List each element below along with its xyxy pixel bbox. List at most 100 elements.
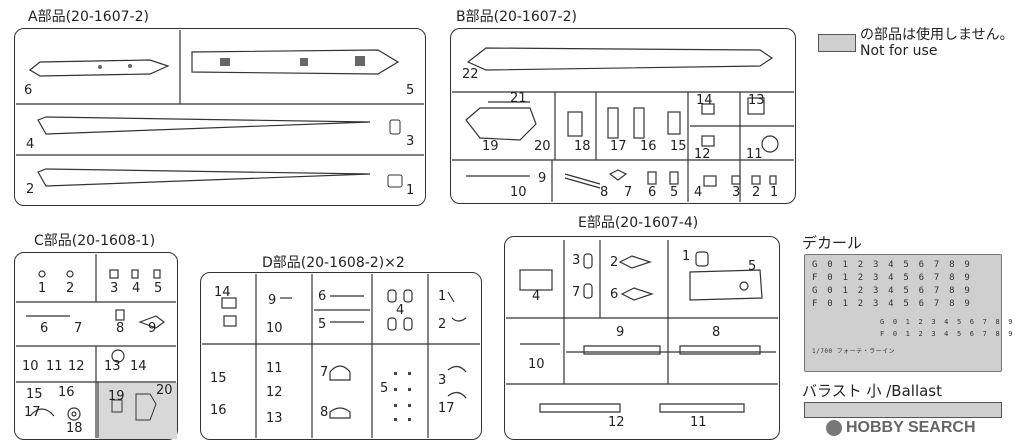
sprue-c-part-17: 17 <box>24 405 41 420</box>
sprue-e-part-7: 7 <box>572 285 581 300</box>
sprue-e-part-12: 12 <box>608 415 625 430</box>
ballast-title: バラスト 小 /Ballast <box>802 382 942 400</box>
sprue-e-part-9: 9 <box>616 325 625 340</box>
sprue-a-part-4: 4 <box>26 137 35 152</box>
sprue-a-part-2: 2 <box>26 182 35 197</box>
sprue-c-part-1: 1 <box>38 281 47 296</box>
sprue-b-part-19: 19 <box>482 139 499 154</box>
sprue-b-part-2: 2 <box>752 185 761 200</box>
sprue-d-part-17: 17 <box>438 401 455 416</box>
sprue-c-title: C部品(20-1608-1) <box>34 233 156 249</box>
sprue-c-part-7: 7 <box>74 321 83 336</box>
sprue-c-part-19: 19 <box>108 389 125 404</box>
sprue-e-part-1: 1 <box>682 249 691 264</box>
sprue-d-part-14: 14 <box>214 285 231 300</box>
sprue-e-title: E部品(20-1607-4) <box>578 215 699 231</box>
sprue-e-part-11: 11 <box>690 415 707 430</box>
sprue-d-part-9: 9 <box>268 293 277 308</box>
sprue-b-frame <box>450 28 796 204</box>
sprue-d-title: D部品(20-1608-2)×2 <box>262 255 405 271</box>
sprue-a-part-3: 3 <box>406 134 415 149</box>
sprue-d-part-8: 8 <box>320 405 329 420</box>
sprue-c-part-20: 20 <box>156 383 173 398</box>
sprue-b-part-1: 1 <box>770 185 779 200</box>
sprue-b-part-9: 9 <box>538 171 547 186</box>
sprue-c-part-14: 14 <box>130 359 147 374</box>
sprue-d-part-11: 11 <box>266 361 283 376</box>
decal-row-3: G 0 1 2 3 4 5 6 7 8 9 <box>812 286 972 296</box>
sprue-b-part-13: 13 <box>748 93 765 108</box>
not-for-use-swatch <box>818 34 856 52</box>
sprue-c-part-6: 6 <box>40 321 49 336</box>
sprue-c-part-2: 2 <box>66 281 75 296</box>
sprue-d-part-7: 7 <box>320 365 329 380</box>
sprue-d-part-5: 5 <box>318 317 327 332</box>
sprue-c-part-4: 4 <box>132 281 141 296</box>
sprue-a-part-5: 5 <box>406 83 415 98</box>
sprue-c-part-3: 3 <box>110 281 119 296</box>
sprue-c-part-15: 15 <box>26 387 43 402</box>
decal-sheet <box>804 254 1002 372</box>
decal-row-right-1: G 0 1 2 3 4 5 6 7 8 9 <box>880 318 1015 326</box>
sprue-c-part-8: 8 <box>116 321 125 336</box>
sprue-b-part-17: 17 <box>610 139 627 154</box>
sprue-d-part-3: 3 <box>438 373 447 388</box>
legend-label-en: Not for use <box>860 43 938 59</box>
sprue-b-part-12: 12 <box>694 147 711 162</box>
sprue-b-part-4: 4 <box>694 185 703 200</box>
sprue-a-part-6: 6 <box>24 83 33 98</box>
decal-row-4: F 0 1 2 3 4 5 6 7 8 9 <box>812 299 972 309</box>
sprue-c-part-12: 12 <box>68 359 85 374</box>
sprue-c-part-11: 11 <box>46 359 63 374</box>
decal-row-right-2: F 0 1 2 3 4 5 6 7 8 9 <box>880 330 1015 338</box>
sprue-e-part-8: 8 <box>712 325 721 340</box>
sprue-d-part-6: 6 <box>318 289 327 304</box>
sprue-e-part-3: 3 <box>572 253 581 268</box>
sprue-e-part-6: 6 <box>610 287 619 302</box>
sprue-a-title: A部品(20-1607-2) <box>28 9 149 25</box>
sprue-e-part-2: 2 <box>610 255 619 270</box>
sprue-d-part-15: 15 <box>210 371 227 386</box>
ballast-bar <box>804 402 1002 418</box>
sprue-d-part-16: 16 <box>210 403 227 418</box>
sprue-b-part-20: 20 <box>534 139 551 154</box>
sprue-d-part-5b: 5 <box>380 381 389 396</box>
sprue-b-title: B部品(20-1607-2) <box>456 9 577 25</box>
sprue-c-part-10: 10 <box>22 359 39 374</box>
sprue-e-part-4: 4 <box>532 289 541 304</box>
sprue-d-part-13: 13 <box>266 411 283 426</box>
sprue-b-part-11: 11 <box>746 147 763 162</box>
sprue-b-part-22: 22 <box>462 67 479 82</box>
sprue-d-part-1: 1 <box>438 289 447 304</box>
decal-title: デカール <box>802 234 863 252</box>
sprue-b-part-15: 15 <box>670 139 687 154</box>
sprue-e-frame <box>504 236 780 440</box>
sprue-b-part-7: 7 <box>624 185 633 200</box>
sprue-d-frame <box>200 272 482 440</box>
sprue-b-part-16: 16 <box>640 139 657 154</box>
decal-row-1: G 0 1 2 3 4 5 6 7 8 9 <box>812 260 972 270</box>
sprue-b-part-14: 14 <box>696 93 713 108</box>
sprue-d-part-4: 4 <box>396 303 405 318</box>
sprue-e-part-10: 10 <box>528 357 545 372</box>
watermark-text: HOBBY SEARCH <box>846 419 976 436</box>
decal-caption: 1/700 フォーテ・ラーイン <box>812 348 896 355</box>
sprue-a-part-1: 1 <box>406 183 415 198</box>
sprue-c-part-9: 9 <box>148 321 157 336</box>
sprue-d-part-2: 2 <box>438 317 447 332</box>
sprue-c-part-18: 18 <box>66 421 83 436</box>
sprue-b-part-5: 5 <box>670 185 679 200</box>
sprue-b-part-18: 18 <box>574 139 591 154</box>
sprue-b-part-6: 6 <box>648 185 657 200</box>
sprue-c-part-13: 13 <box>104 359 121 374</box>
sprue-b-part-10: 10 <box>510 185 527 200</box>
sprue-a-frame <box>14 28 426 206</box>
legend-label-jp: の部品は使用しません。 <box>860 27 1014 43</box>
sprue-c-frame <box>14 252 178 440</box>
sprue-c-part-16: 16 <box>58 385 75 400</box>
sprue-c-part-5: 5 <box>154 281 163 296</box>
